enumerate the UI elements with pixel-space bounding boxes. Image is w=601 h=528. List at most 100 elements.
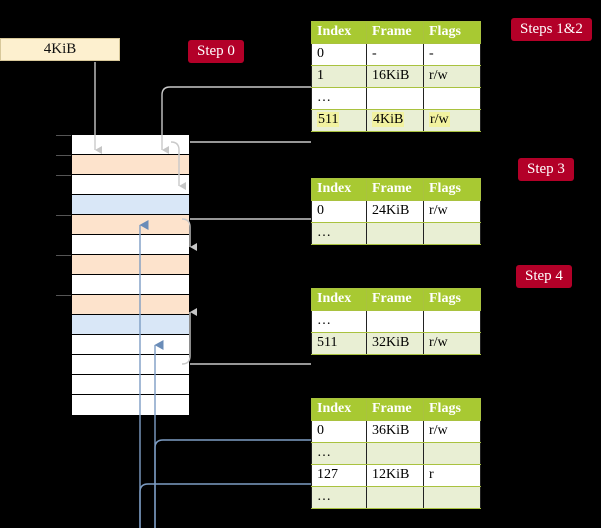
step-pill-4: Step 4 [516, 265, 572, 288]
memory-tick [56, 255, 71, 256]
memory-frame-row [72, 215, 189, 235]
table-cell [366, 486, 424, 509]
table-cell: - [366, 43, 424, 66]
memory-frame-row [72, 355, 189, 375]
table-row: 511 4KiB r/w [311, 109, 481, 132]
column-header-index: Index [311, 178, 367, 201]
table-cell [423, 310, 481, 333]
memory-tick [56, 135, 71, 136]
step-pill-1-2: Steps 1&2 [511, 18, 592, 41]
memory-frame-row [72, 235, 189, 255]
memory-frame-row [72, 375, 189, 395]
table-cell: … [311, 486, 367, 509]
memory-tick [56, 175, 71, 176]
table-row: … [311, 87, 481, 110]
memory-frame-row [72, 135, 189, 155]
table-cell: r/w [423, 420, 481, 443]
table-cell: … [311, 442, 367, 465]
column-header-frame: Frame [366, 398, 424, 421]
table-cell: r [423, 464, 481, 487]
table-cell: 1 [311, 65, 367, 88]
table-cell [423, 486, 481, 509]
step-pill-3: Step 3 [518, 158, 574, 181]
table-cell [366, 310, 424, 333]
table-cell: 0 [311, 43, 367, 66]
table-cell: 16KiB [366, 65, 424, 88]
table-cell: … [311, 310, 367, 333]
highlighted-value: 4KiB [372, 112, 405, 127]
source-frame-label: 4KiB [43, 41, 77, 57]
memory-frame-row [72, 335, 189, 355]
memory-frame-row [72, 275, 189, 295]
memory-frame-row [72, 295, 189, 315]
table-cell: 36KiB [366, 420, 424, 443]
table-cell: 24KiB [366, 200, 424, 223]
memory-frame-row [72, 315, 189, 335]
column-header-frame: Frame [366, 178, 424, 201]
column-header-frame: Frame [366, 288, 424, 311]
highlighted-value: 511 [317, 112, 340, 127]
physical-memory-column [71, 134, 190, 415]
table-row: 0-- [311, 43, 481, 66]
table-cell [423, 442, 481, 465]
table-cell: r/w [423, 65, 481, 88]
table-cell: r/w [423, 200, 481, 223]
memory-tick [56, 215, 71, 216]
table-cell: 511 [311, 332, 367, 355]
table-cell: … [311, 222, 367, 245]
table-cell: … [311, 87, 367, 110]
memory-tick [56, 295, 71, 296]
table-cell: 127 [311, 464, 367, 487]
table-row: … [311, 310, 481, 333]
step-pill-0: Step 0 [188, 40, 244, 63]
memory-frame-row [72, 395, 189, 415]
table-cell [423, 222, 481, 245]
table-row: … [311, 486, 481, 509]
column-header-index: Index [311, 21, 367, 44]
step-pill-3-label: Step 3 [527, 161, 565, 177]
column-header-flags: Flags [423, 288, 481, 311]
table-cell: 0 [311, 200, 367, 223]
step-pill-1-2-label: Steps 1&2 [520, 21, 583, 37]
table-cell [366, 222, 424, 245]
column-header-index: Index [311, 288, 367, 311]
table-cell: 4KiB [366, 109, 424, 132]
table-cell: 511 [311, 109, 367, 132]
source-frame-box: 4KiB [0, 38, 120, 61]
memory-frame-row [72, 175, 189, 195]
memory-frame-row [72, 255, 189, 275]
column-header-flags: Flags [423, 398, 481, 421]
memory-tick [56, 155, 71, 156]
step-pill-0-label: Step 0 [197, 43, 235, 59]
table-cell [423, 87, 481, 110]
table-cell: - [423, 43, 481, 66]
table-cell [366, 442, 424, 465]
table-cell: r/w [423, 109, 481, 132]
step-pill-4-label: Step 4 [525, 268, 563, 284]
memory-frame-row [72, 195, 189, 215]
table-cell: 0 [311, 420, 367, 443]
table-cell: r/w [423, 332, 481, 355]
column-header-frame: Frame [366, 21, 424, 44]
table-cell [366, 87, 424, 110]
table-cell: 32KiB [366, 332, 424, 355]
column-header-index: Index [311, 398, 367, 421]
highlighted-value: r/w [429, 112, 450, 127]
table-row: … [311, 222, 481, 245]
column-header-flags: Flags [423, 178, 481, 201]
table-row: … [311, 442, 481, 465]
table-cell: 12KiB [366, 464, 424, 487]
